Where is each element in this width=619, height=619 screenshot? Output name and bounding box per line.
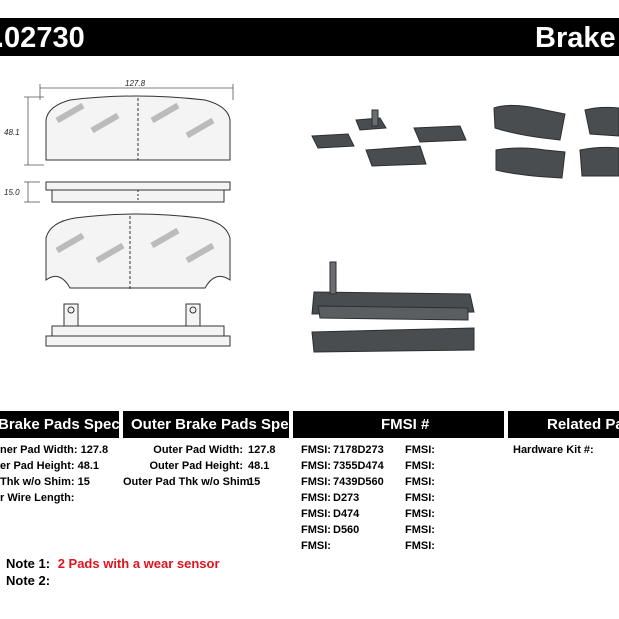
inner-spec-row: Thk w/o Shim: 15 (0, 476, 90, 488)
fmsi-row: FMSI: (405, 492, 435, 504)
pad-clip-view (45, 303, 231, 347)
fmsi-row: FMSI: (301, 476, 331, 488)
fmsi-row: FMSI: (405, 476, 435, 488)
fmsi-row: FMSI: (405, 460, 435, 472)
fmsi-row: FMSI: (301, 540, 331, 552)
inner-spec-row: r Wire Length: (0, 492, 75, 504)
fmsi-row: FMSI: (405, 524, 435, 536)
hardware-kit-label: Hardware Kit #: (513, 444, 594, 456)
fmsi-value: D474 (333, 508, 360, 520)
outer-spec-row: Outer Pad Height: (149, 460, 243, 472)
fmsi-header: FMSI # (293, 411, 504, 438)
pad-back-view (45, 213, 231, 290)
fmsi-row: FMSI: (301, 460, 331, 472)
dimension-width: 127.8 (125, 79, 146, 88)
outer-specs-header: Outer Brake Pads Specs (123, 411, 289, 438)
fmsi-row: FMSI: (405, 508, 435, 520)
related-parts-header: Related Par (508, 411, 619, 438)
dimension-thickness: 15.0 (4, 188, 20, 197)
pad-photo-side (311, 261, 475, 353)
fmsi-row: FMSI: (405, 444, 435, 456)
outer-spec-row: Outer Pad Thk w/o Shim: (123, 476, 254, 488)
fmsi-row: FMSI: (301, 508, 331, 520)
outer-spec-value: 48.1 (248, 460, 270, 472)
pad-side-view (45, 181, 231, 203)
title-bar (0, 18, 619, 56)
inner-spec-row: ner Pad Width: 127.8 (0, 444, 109, 456)
fmsi-row: FMSI: (301, 492, 331, 504)
inner-spec-row: er Pad Height: 48.1 (0, 460, 100, 472)
fmsi-row: FMSI: (405, 540, 435, 552)
fmsi-value: D560 (333, 524, 360, 536)
fmsi-row: FMSI: (301, 444, 331, 456)
drawing-area: 127.8 48.1 15.0 (4, 79, 619, 353)
note-2: Note 2: (6, 573, 50, 588)
outer-spec-value: 127.8 (248, 444, 276, 456)
brand-title: Brake P (535, 22, 619, 54)
fmsi-value: D273 (333, 492, 360, 504)
part-number: .02730 (0, 22, 85, 54)
fmsi-value: 7355D474 (333, 460, 384, 472)
dimension-height: 48.1 (4, 128, 20, 137)
outer-spec-value: 15 (248, 476, 261, 488)
pad-photo-right (493, 104, 619, 179)
fmsi-value: 7439D560 (333, 476, 384, 488)
note-label: Note 1: (6, 556, 51, 571)
note-1: Note 1: 2 Pads with a wear sensor (6, 556, 220, 571)
note-label: Note 2: (6, 573, 51, 588)
pad-photo-top (311, 109, 467, 167)
outer-spec-row: Outer Pad Width: (153, 444, 243, 456)
fmsi-row: FMSI: (301, 524, 331, 536)
pad-front-view (45, 95, 231, 161)
inner-specs-header: Brake Pads Specs (0, 411, 119, 438)
fmsi-value: 7178D273 (333, 444, 384, 456)
note-value: 2 Pads with a wear sensor (57, 556, 220, 571)
